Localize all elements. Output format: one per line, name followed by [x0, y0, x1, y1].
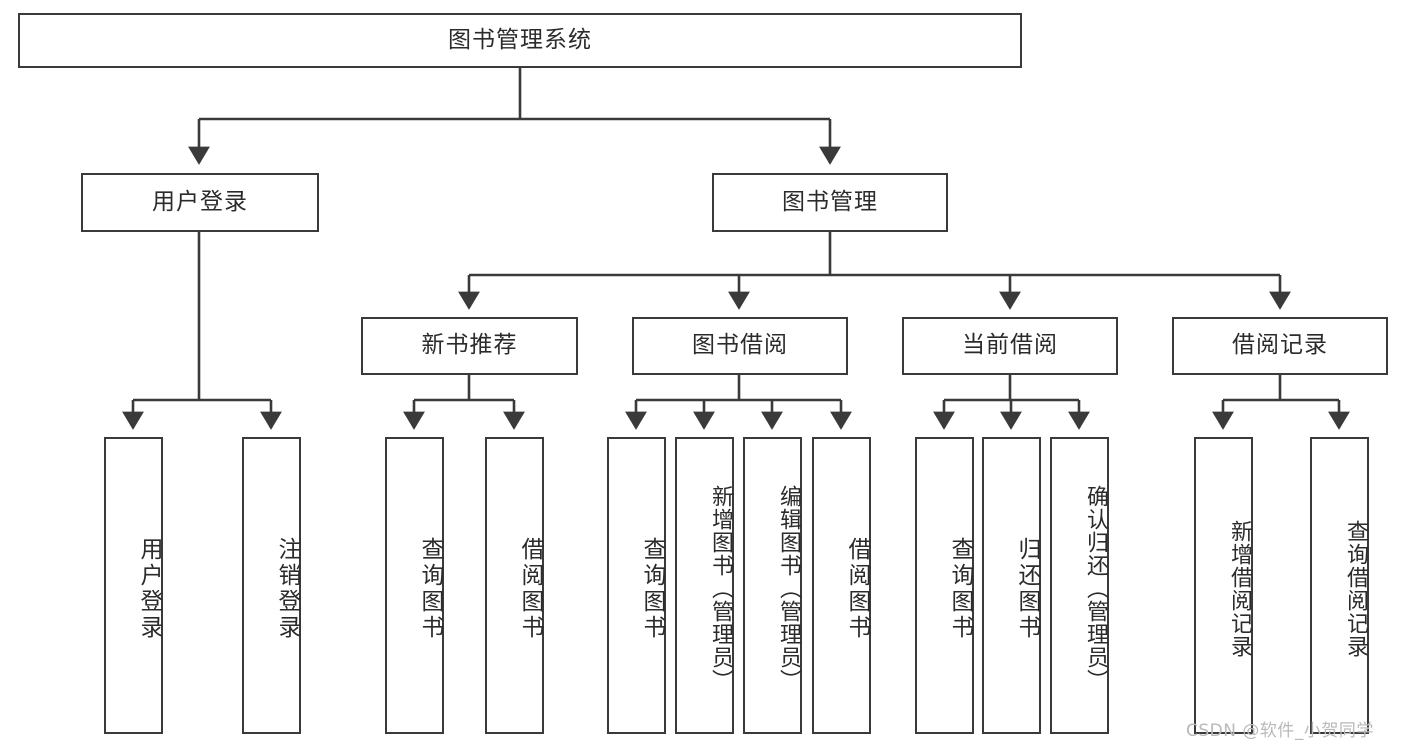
csdn-watermark: CSDN @软件_小贺同学 — [1186, 721, 1374, 741]
leaf-add-book-admin[interactable]: 新增图书（管理员） — [675, 437, 734, 734]
leaf-user-login[interactable]: 用户登录 — [104, 437, 163, 734]
node-user-login[interactable]: 用户登录 — [81, 173, 319, 232]
leaf-add-borrow-record[interactable]: 新增借阅记录 — [1194, 437, 1253, 734]
node-book-borrow[interactable]: 图书借阅 — [632, 317, 848, 375]
leaf-borrow-book-recommend[interactable]: 借阅图书 — [485, 437, 544, 734]
leaf-query-borrow-record[interactable]: 查询借阅记录 — [1310, 437, 1369, 734]
leaf-borrow-book[interactable]: 借阅图书 — [812, 437, 871, 734]
leaf-edit-book-admin[interactable]: 编辑图书（管理员） — [743, 437, 802, 734]
node-borrow-record[interactable]: 借阅记录 — [1172, 317, 1388, 375]
leaf-query-book-recommend[interactable]: 查询图书 — [385, 437, 444, 734]
leaf-confirm-return-admin[interactable]: 确认归还（管理员） — [1050, 437, 1109, 734]
leaf-query-book-current[interactable]: 查询图书 — [915, 437, 974, 734]
leaf-user-logout[interactable]: 注销登录 — [242, 437, 301, 734]
node-new-book-recommend[interactable]: 新书推荐 — [361, 317, 578, 375]
leaf-return-book[interactable]: 归还图书 — [982, 437, 1041, 734]
node-book-management[interactable]: 图书管理 — [712, 173, 948, 232]
leaf-query-book-borrow[interactable]: 查询图书 — [607, 437, 666, 734]
node-current-borrow[interactable]: 当前借阅 — [902, 317, 1118, 375]
node-root-book-management-system[interactable]: 图书管理系统 — [18, 13, 1022, 68]
